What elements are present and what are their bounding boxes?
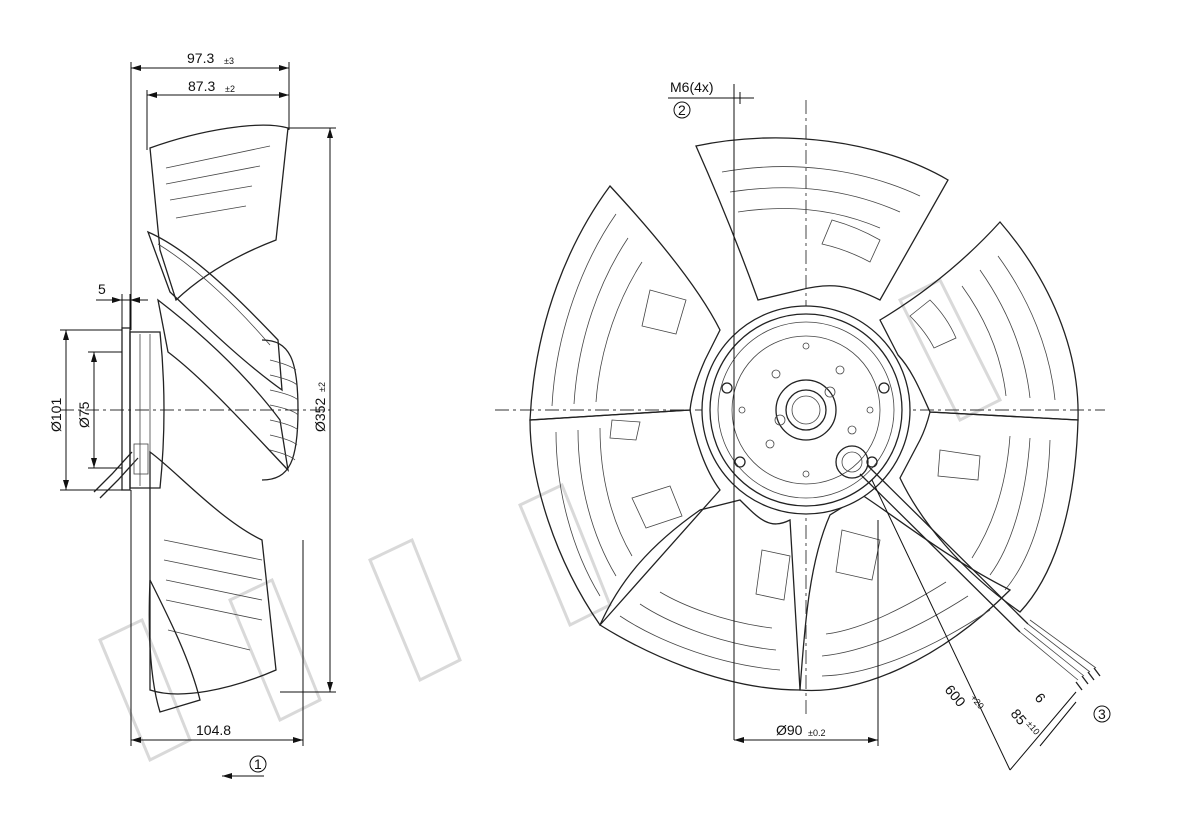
dim-bottom-depth: 104.8: [196, 722, 231, 738]
motor-fins: [261, 339, 299, 481]
blade-lower-right: [899, 411, 1079, 613]
blade-left: [529, 409, 721, 627]
dim-cable-length-tol: +20: [968, 693, 985, 711]
lower-blade: [149, 450, 277, 695]
dim-cable-length: 600: [942, 682, 969, 710]
mounting-flange: [121, 327, 131, 491]
callout-cable: 3: [1098, 706, 1106, 722]
dim-hub-diameter: Ø90: [776, 722, 803, 738]
center-blade: [157, 298, 289, 472]
dim-rotor-diameter: Ø101: [48, 398, 64, 432]
dim-blade-depth-tol: ±2: [225, 84, 235, 94]
dim-wire-strip: 6: [1032, 690, 1049, 706]
blade-bottom-left: [599, 499, 801, 691]
hub-bearing: [775, 379, 837, 441]
dim-blade-depth: 87.3: [188, 78, 215, 94]
dim-fan-diameter-tol: ±2: [317, 382, 327, 392]
blade-top: [695, 137, 949, 301]
dim-fan-diameter: Ø352: [312, 398, 328, 432]
blade-upper-left: [529, 184, 721, 441]
front-view: M6(4x) 2 Ø90 ±0.2 600 +20 85 ±10 6 3: [495, 79, 1111, 771]
cable-gland: [93, 451, 139, 499]
side-view: 97.3 ±3 87.3 ±2 5 Ø101 Ø75: [48, 50, 336, 779]
hub-holes: [738, 342, 874, 478]
dim-strip-length-tol: ±10: [1024, 719, 1041, 737]
dim-flange-offset: 5: [98, 281, 106, 297]
rotor-body: [129, 331, 165, 489]
upper-mid-blade: [146, 230, 283, 392]
dim-overall-depth: 97.3: [187, 50, 214, 66]
dim-thread: M6(4x): [670, 79, 714, 95]
blade-upper-right: [879, 221, 1079, 421]
upper-blade: [149, 124, 289, 302]
callout-mount: 2: [678, 102, 686, 118]
dim-hub-diameter-tol: ±0.2: [808, 728, 825, 738]
blade-bottom: [799, 494, 1012, 692]
dim-overall-depth-tol: ±3: [224, 56, 234, 66]
cable: [835, 445, 1101, 691]
dim-shaft-diameter: Ø75: [76, 401, 92, 428]
callout-airflow: 1: [254, 756, 262, 772]
mounting-holes: [721, 382, 890, 468]
hub-outer-ring: [701, 305, 911, 515]
